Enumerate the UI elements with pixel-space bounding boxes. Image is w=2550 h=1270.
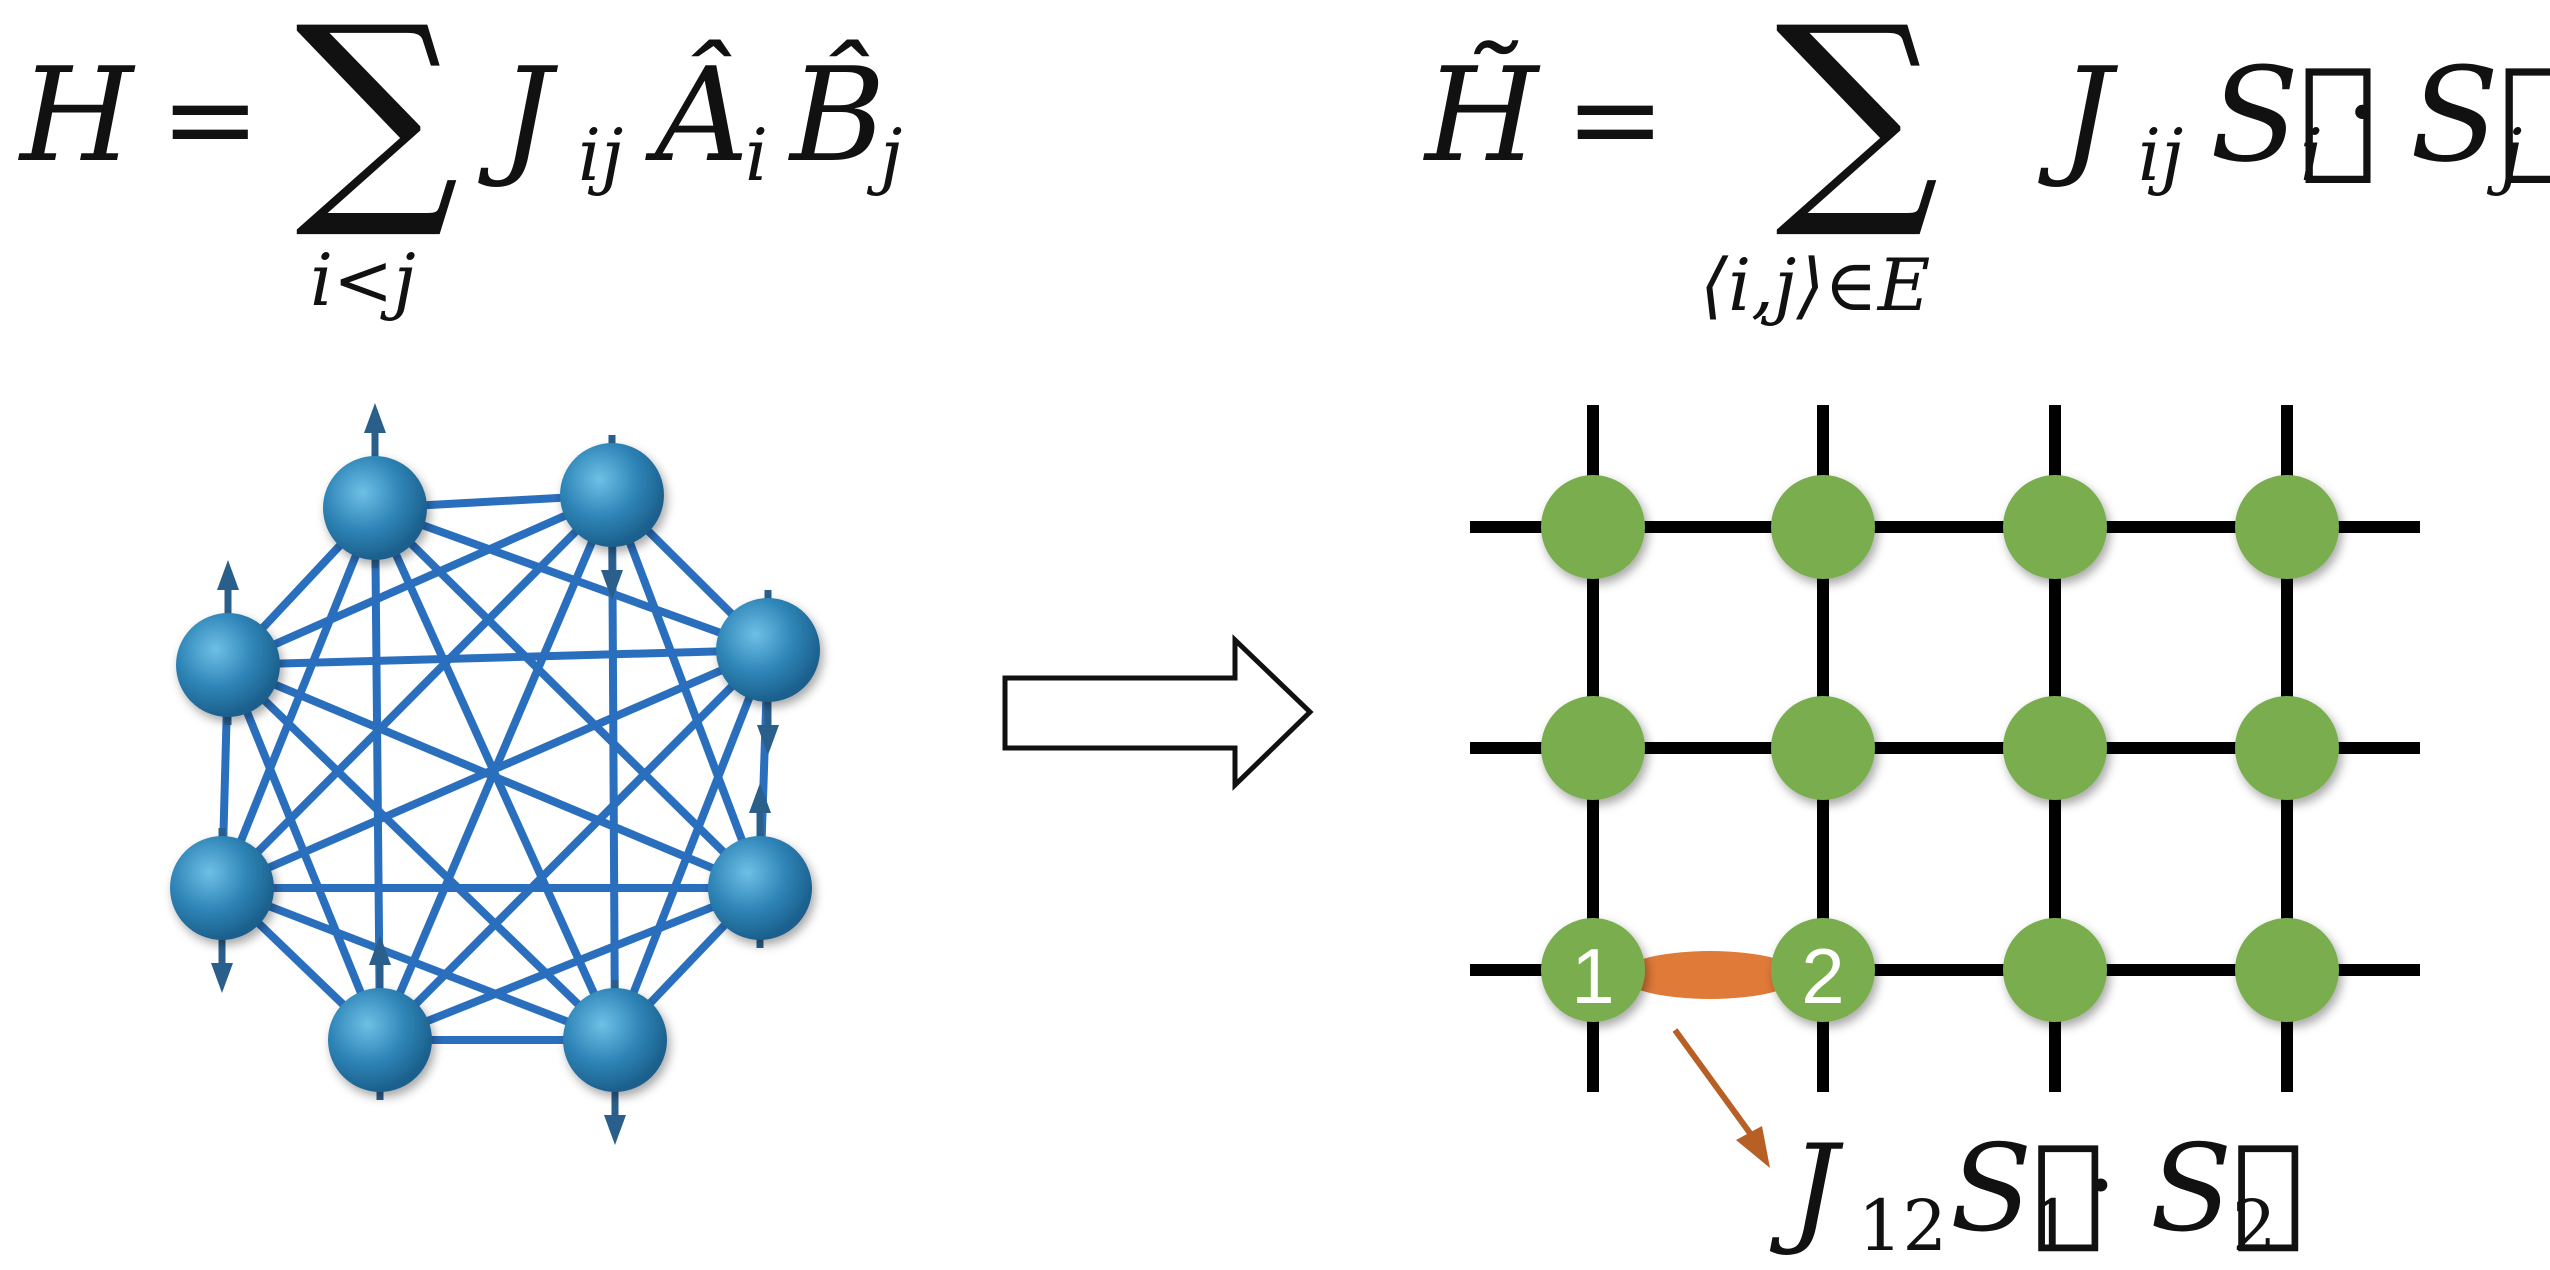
spin-node — [563, 980, 667, 1145]
graph-edge — [373, 504, 770, 654]
spin-sphere — [176, 613, 280, 717]
bond-label-S1: S⃗ — [1950, 1120, 2104, 1259]
graph-edge — [611, 648, 772, 1042]
left-eq-J: J — [478, 39, 559, 191]
spin-arrowhead-icon — [217, 560, 239, 590]
left-equation: H = ∑ i<j J ij Â i B̂ j — [18, 0, 902, 322]
bond-highlight — [1620, 951, 1800, 999]
bond-pointer-arrow — [1672, 1028, 1770, 1168]
spin-arrowhead-icon — [757, 725, 779, 755]
graph-edges — [218, 491, 772, 1044]
right-eq-S-i-subscript: i — [2300, 113, 2323, 197]
graph-edge — [220, 884, 617, 1044]
lattice-site — [1541, 475, 1645, 579]
spin-sphere — [323, 456, 427, 560]
left-eq-A-operator: Â — [645, 39, 749, 191]
transform-arrow-icon — [1002, 634, 1314, 791]
right-eq-S-i: S⃗ — [2210, 39, 2377, 191]
spin-arrowhead-icon — [749, 783, 771, 813]
lattice-site — [2235, 918, 2339, 1022]
spin-node — [323, 403, 427, 568]
lattice-nodes — [1541, 475, 2339, 1022]
right-eq-equals: = — [1565, 50, 1666, 189]
graph-edge — [220, 646, 770, 892]
bond-label-S2-subscript: 2 — [2232, 1185, 2277, 1267]
right-eq-S-j: S⃗ — [2410, 39, 2550, 191]
spin-sphere — [716, 598, 820, 702]
right-eq-sum-symbol: ∑ — [1775, 0, 1939, 245]
left-eq-equals: = — [160, 50, 261, 189]
left-eq-sum-symbol: ∑ — [295, 0, 459, 245]
lattice-site — [1771, 918, 1875, 1022]
spin-sphere — [170, 836, 274, 940]
spin-arrowhead-icon — [369, 935, 391, 965]
lattice-site — [1541, 918, 1645, 1022]
spin-node — [560, 435, 664, 600]
graph-nodes — [170, 403, 820, 1145]
graph-edge — [226, 661, 762, 892]
right-eq-sum-subscript: ⟨i,j⟩∈E — [1700, 243, 1930, 327]
graph-edge — [608, 493, 764, 890]
graph-edge — [378, 884, 762, 1044]
bond-label-S2: S⃗ — [2150, 1120, 2304, 1259]
graph-edge — [227, 646, 769, 669]
graph-edge — [372, 505, 763, 891]
right-eq-lhs: H̃ — [1423, 39, 1541, 191]
lattice-site — [2003, 918, 2107, 1022]
spin-sphere — [563, 988, 667, 1092]
spin-arrowhead-icon — [601, 570, 623, 600]
fully-connected-spin-graph — [170, 403, 820, 1145]
spin-node — [716, 590, 820, 755]
spin-sphere — [708, 836, 812, 940]
spin-sphere — [560, 443, 664, 547]
bond-label-S1-subscript: 1 — [2030, 1185, 2075, 1267]
lattice-site — [2235, 696, 2339, 800]
site-1-label: 1 — [1571, 932, 1614, 1020]
spin-node — [170, 828, 274, 993]
graph-edge — [226, 491, 614, 669]
lattice-site — [1771, 696, 1875, 800]
left-eq-B-operator: B̂ — [788, 39, 886, 191]
spin-arrowhead-icon — [211, 963, 233, 993]
right-equation: H̃ = ∑ ⟨i,j⟩∈E J ij S⃗ i · S⃗ j — [1423, 0, 2550, 327]
site-2-label: 2 — [1801, 932, 1844, 1020]
graph-edge — [225, 662, 618, 1043]
spin-arrowhead-icon — [364, 403, 386, 433]
lattice-site — [2003, 696, 2107, 800]
left-eq-sum-subscript: i<j — [310, 238, 416, 322]
bond-label-J-subscript: 12 — [1858, 1185, 1947, 1267]
right-eq-J-subscript: ij — [2138, 113, 2183, 197]
left-eq-lhs: H — [18, 39, 136, 191]
left-eq-A-subscript: i — [745, 113, 768, 197]
lattice-site — [1771, 475, 1875, 579]
spin-arrowhead-icon — [604, 1115, 626, 1145]
left-eq-J-subscript: ij — [578, 113, 623, 197]
right-eq-J: J — [2038, 39, 2119, 191]
spin-node — [708, 783, 812, 948]
graph-edge — [219, 492, 615, 891]
square-lattice: 1 2 — [1470, 405, 2420, 1092]
lattice-site — [2003, 475, 2107, 579]
lattice-site — [2235, 475, 2339, 579]
bond-label-J: J — [1769, 1120, 1844, 1259]
lattice-site — [1541, 696, 1645, 800]
spin-sphere — [328, 988, 432, 1092]
bond-label: J 12 S⃗ 1 · S⃗ 2 — [1769, 1120, 2304, 1267]
bond-label-dot: · — [2085, 1127, 2117, 1244]
spin-node — [176, 560, 280, 725]
right-eq-dot: · — [2345, 48, 2380, 176]
spin-node — [328, 935, 432, 1100]
